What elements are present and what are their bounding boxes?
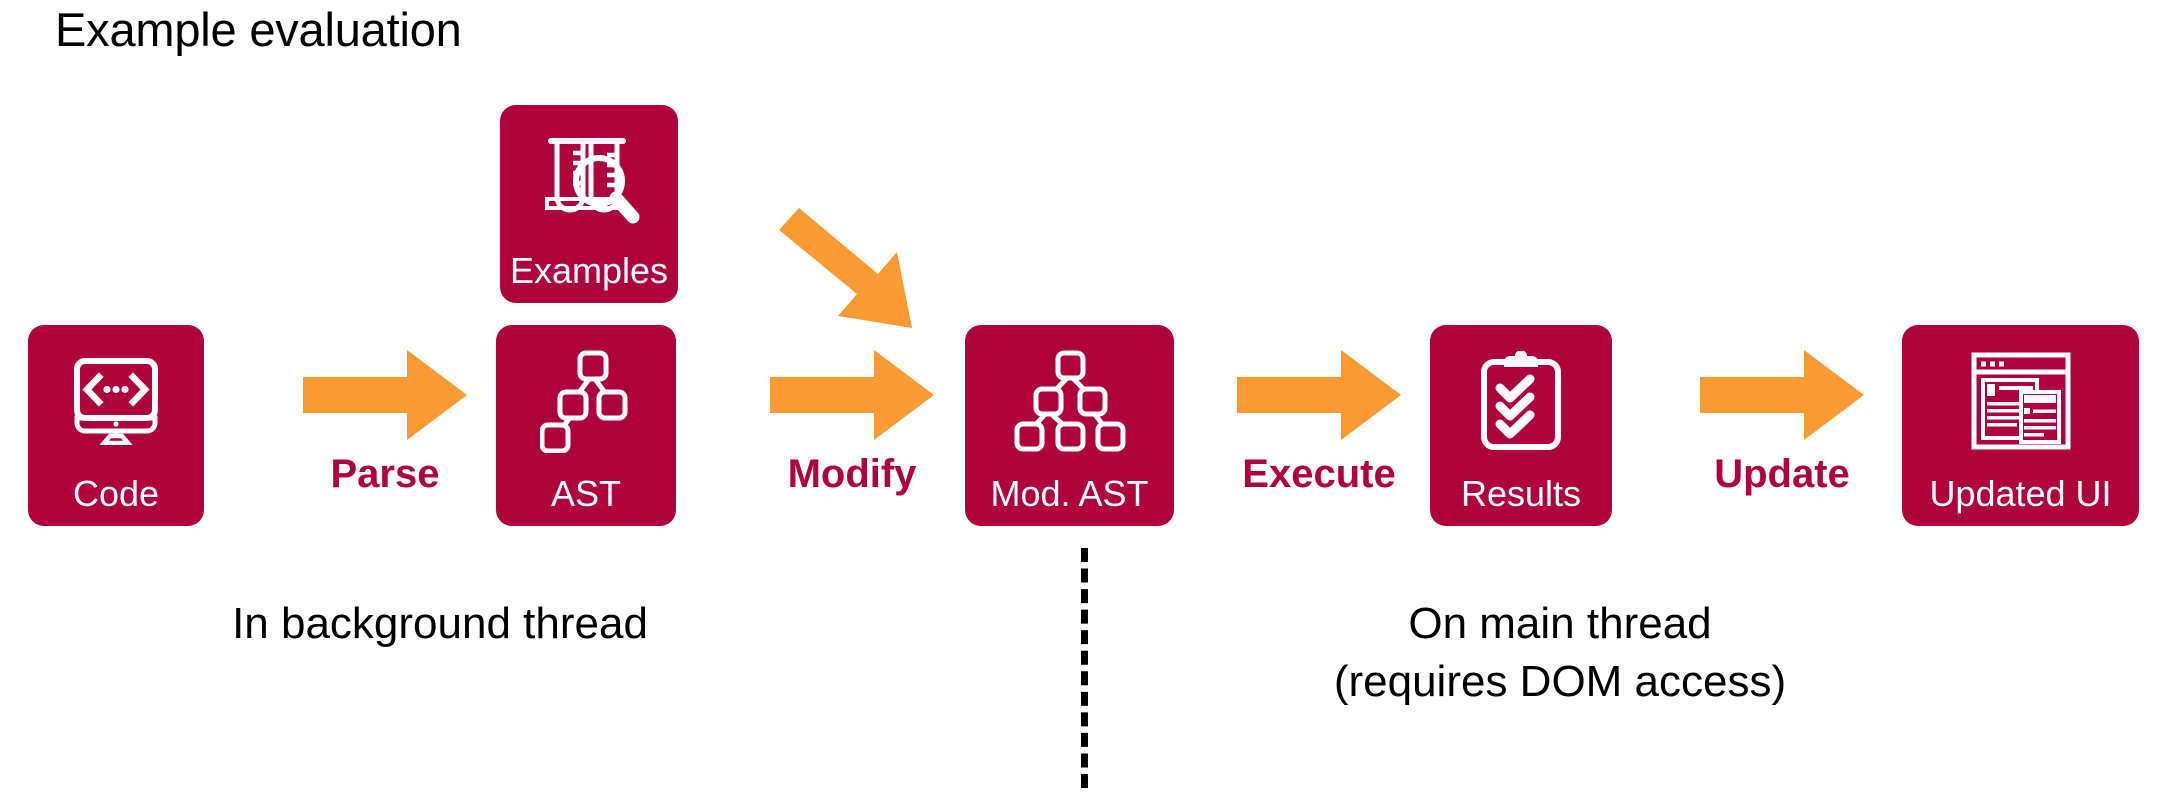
edge-label-execute: Execute	[1242, 452, 1396, 496]
tree-small-icon	[496, 325, 676, 476]
browser-window-icon	[1902, 325, 2139, 476]
node-code: Code	[28, 325, 204, 526]
node-label: AST	[550, 473, 621, 514]
thread-divider-dotted-line	[1081, 548, 1088, 788]
edge-label-parse: Parse	[330, 452, 440, 496]
page-title: Example evaluation	[55, 3, 462, 56]
tree-full-icon	[965, 325, 1174, 476]
node-label: Updated UI	[1929, 473, 2112, 514]
edge-label-update: Update	[1714, 452, 1850, 496]
arrow-execute	[1237, 350, 1401, 440]
arrow-modify	[770, 350, 934, 440]
node-label: Mod. AST	[990, 473, 1149, 514]
node-updated-ui: Updated UI	[1902, 325, 2139, 526]
arrow-update	[1700, 350, 1864, 440]
node-results: Results	[1430, 325, 1612, 526]
annotation-background-thread: In background thread	[232, 599, 648, 648]
node-ast: AST	[496, 325, 676, 526]
node-label: Examples	[509, 250, 669, 291]
node-label: Results	[1460, 473, 1582, 514]
node-mod-ast: Mod. AST	[965, 325, 1174, 526]
node-label: Code	[72, 473, 160, 514]
arrow-examples-to-mod-ast	[775, 205, 935, 335]
arrow-parse	[303, 350, 467, 440]
node-examples: Examples	[500, 105, 678, 303]
edge-label-modify: Modify	[787, 452, 917, 496]
test-tubes-magnifier-icon	[500, 105, 678, 253]
clipboard-checklist-icon	[1430, 325, 1612, 476]
annotation-main-thread: On main thread (requires DOM access)	[1333, 599, 1787, 707]
monitor-code-icon	[28, 325, 204, 476]
